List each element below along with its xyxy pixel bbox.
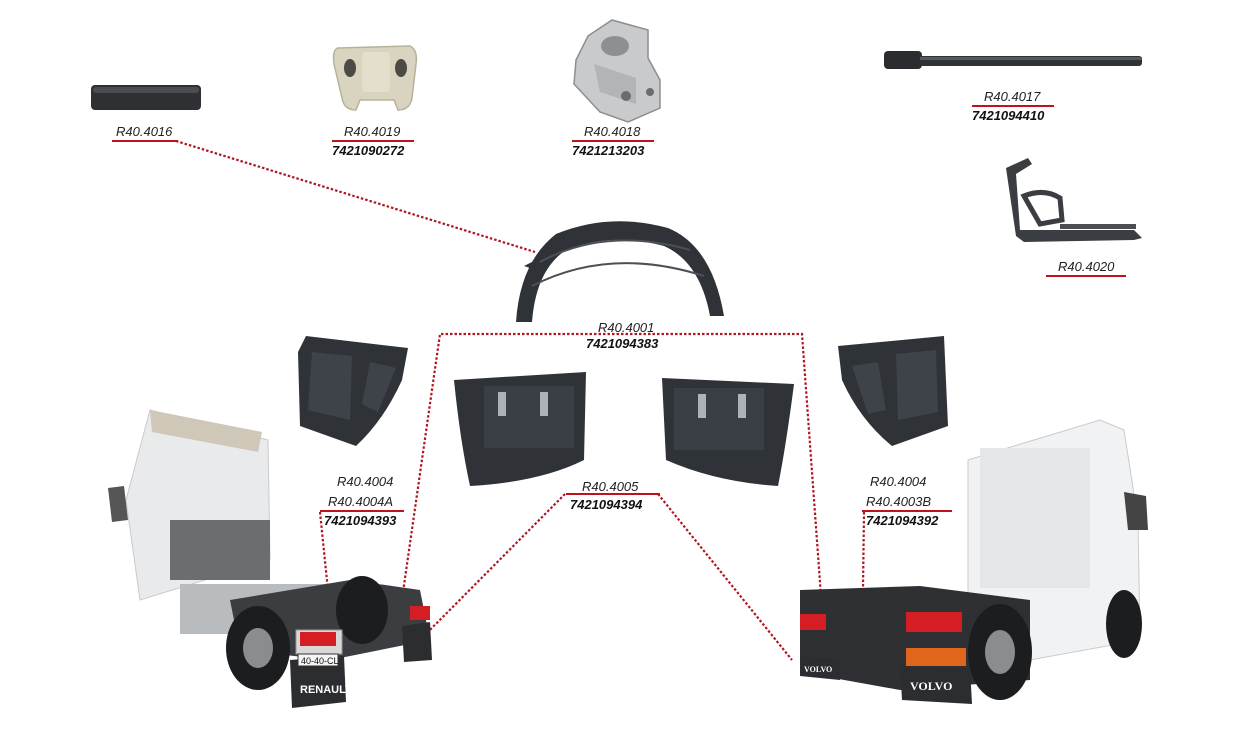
oem-4019: 7421090272 xyxy=(332,143,405,158)
oem-4004-left: 7421094393 xyxy=(324,513,397,528)
oem-4004-right: 7421094392 xyxy=(866,513,939,528)
part-ref-4001: R40.4001 xyxy=(598,320,655,335)
metal-bracket-icon xyxy=(573,19,661,123)
underline-4017 xyxy=(972,105,1054,107)
part-ref-4019: R40.4019 xyxy=(344,124,401,139)
underline-4019 xyxy=(332,140,414,142)
splash-flap-icon xyxy=(454,372,586,486)
mudguard-icon xyxy=(516,221,724,322)
oem-4001: 7421094383 xyxy=(586,336,659,351)
mount-bracket-icon xyxy=(332,45,418,111)
leader-4005-left xyxy=(409,493,566,651)
part-ref-4020: R40.4020 xyxy=(1058,259,1115,274)
renault-plate: 40-40-CL xyxy=(301,656,339,666)
part-ref-4003b: R40.4003B xyxy=(866,494,932,509)
underline-4004-right xyxy=(862,510,952,512)
volvo-truck xyxy=(800,419,1148,704)
oem-4017: 7421094410 xyxy=(972,108,1045,123)
underline-4018 xyxy=(572,140,654,142)
part-ref-4004-right: R40.4004 xyxy=(870,474,927,489)
splash-flap-icon xyxy=(838,336,948,446)
renault-truck xyxy=(108,409,432,708)
part-ref-4016: R40.4016 xyxy=(116,124,173,139)
volvo-plate: VOLVO xyxy=(804,665,832,674)
part-ref-4017: R40.4017 xyxy=(984,89,1041,104)
bumper-rubber-icon xyxy=(91,85,201,110)
underline-4004-left xyxy=(320,510,404,512)
splash-flap-icon xyxy=(662,378,794,486)
part-ref-4004-left: R40.4004 xyxy=(337,474,394,489)
part-ref-4005: R40.4005 xyxy=(582,479,639,494)
splash-flap-icon xyxy=(298,336,408,446)
rod-icon xyxy=(884,51,1142,69)
leader-4005-right xyxy=(657,493,793,661)
part-ref-4018: R40.4018 xyxy=(584,124,641,139)
oem-4005: 7421094394 xyxy=(570,497,643,512)
underline-4020 xyxy=(1046,275,1126,277)
underline-4016 xyxy=(112,140,178,142)
renault-mudflap-brand: RENAULT xyxy=(300,684,352,696)
hook-bracket-icon xyxy=(1006,158,1142,242)
leader-4004-left xyxy=(318,511,334,631)
underline-4005 xyxy=(566,493,660,495)
oem-4018: 7421213203 xyxy=(572,143,645,158)
volvo-mudflap-brand: VOLVO xyxy=(910,679,952,693)
part-ref-4004a: R40.4004A xyxy=(328,494,394,509)
